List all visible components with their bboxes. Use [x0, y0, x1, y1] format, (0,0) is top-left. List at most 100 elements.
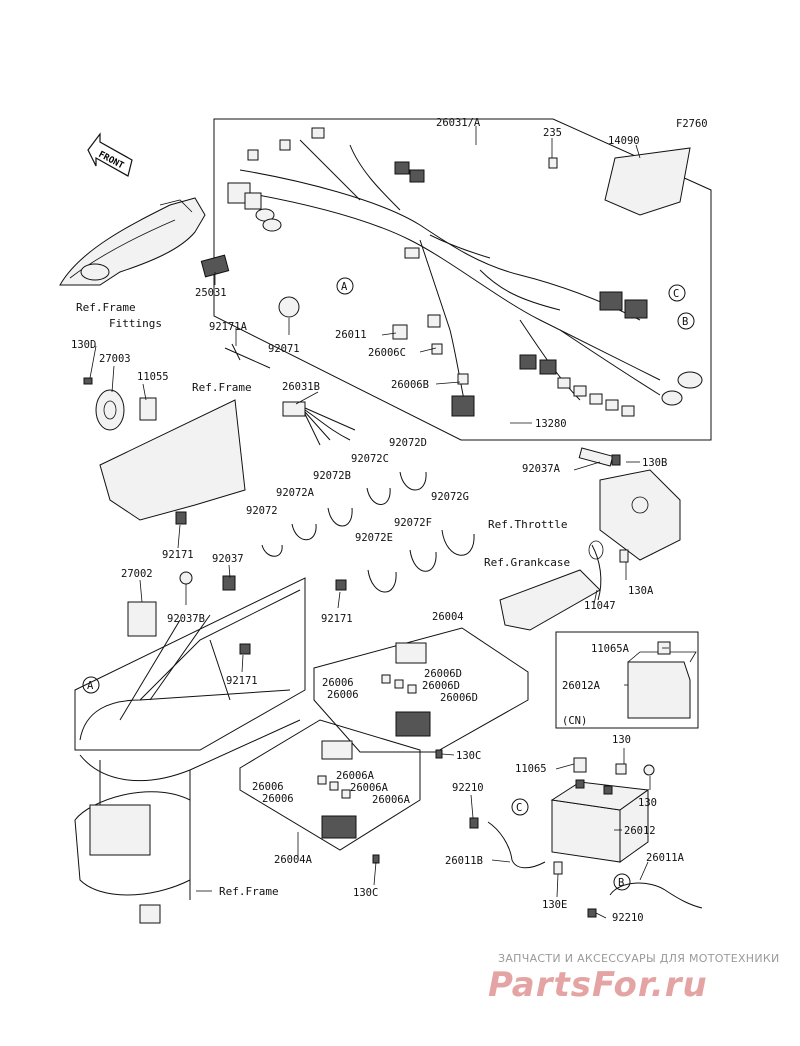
label-26006Ac: 26006A [372, 794, 411, 806]
cable-26011A-drawing [609, 882, 703, 909]
bolt-130-drawing [615, 763, 627, 775]
label-92171c: 92171 [226, 675, 258, 687]
label-92072: 92072 [246, 505, 278, 517]
frame-left-drawing [99, 399, 246, 521]
clip-92037B-drawing [179, 571, 193, 585]
label-235: 235 [543, 127, 562, 139]
svg-text:C: C [673, 288, 679, 300]
label-92037: 92037 [212, 553, 244, 565]
label-130Cb: 130C [353, 887, 378, 899]
box-cn-battery [555, 631, 699, 729]
throttle-drawing [578, 447, 681, 561]
label-92210b: 92210 [612, 912, 644, 924]
label-26006Aa: 26006A [336, 770, 375, 782]
box-frame [74, 577, 306, 751]
label-26004: 26004 [432, 611, 464, 623]
label-92037B: 92037B [167, 613, 205, 625]
label-92072B: 92072B [313, 470, 351, 482]
label-26006Ab: 26006A [350, 782, 389, 794]
label-92071: 92071 [268, 343, 300, 355]
svg-text:C: C [516, 802, 522, 814]
ref-throttle: Ref.Throttle [488, 518, 567, 531]
watermark-brand: PartsFor.ru [488, 965, 708, 1005]
ref-frame-fittings-1: Ref.Frame [76, 301, 136, 314]
label-26006B: 26006B [391, 379, 429, 391]
label-26004A: 26004A [274, 854, 313, 866]
label-26012: 26012 [624, 825, 656, 837]
clamps-92072-drawing [261, 471, 475, 593]
label-13280: 13280 [535, 418, 567, 430]
label-26006Da: 26006D [424, 668, 462, 680]
clip-92171c-drawing [335, 579, 347, 591]
label-92072D: 92072D [389, 437, 427, 449]
label-92171: 92171 [162, 549, 194, 561]
watermark-tagline: ЗАПЧАСТИ И АКСЕССУАРЫ ДЛЯ МОТОТЕХНИКИ [498, 952, 780, 965]
fusebox-26004-drawing [381, 642, 431, 737]
ref-frame-2: Ref.Frame [219, 885, 279, 898]
harness-box [213, 118, 712, 441]
label-130A: 130A [628, 585, 654, 597]
cap-11065-drawing [573, 757, 587, 773]
label-26012A: 26012A [562, 680, 601, 692]
label-11047: 11047 [584, 600, 616, 612]
callout-b-2: B [613, 873, 631, 891]
clip-92037-drawing [222, 575, 236, 591]
bolt-130b-drawing [643, 764, 655, 776]
connector-25031-drawing [200, 254, 230, 278]
label-92072F: 92072F [394, 517, 432, 529]
box-26004A [239, 719, 421, 851]
label-26011: 26011 [335, 329, 367, 341]
clamp-92171A-drawing [224, 343, 271, 369]
grommet-92071-drawing [278, 296, 300, 318]
svg-text:A: A [87, 680, 94, 692]
label-92171A: 92171A [209, 321, 248, 333]
crankcase-drawing [499, 540, 629, 631]
leader-lines [89, 126, 669, 919]
ref-crankcase: Ref.Grankcase [484, 556, 570, 569]
clip-92210-drawing [469, 817, 479, 829]
label-11065: 11065 [515, 763, 547, 775]
callout-c-2: C [511, 798, 529, 816]
label-27002: 27002 [121, 568, 153, 580]
callout-c-1: C [668, 284, 686, 302]
svg-text:B: B [682, 316, 688, 328]
label-130B: 130B [642, 457, 667, 469]
label-26006c: 26006 [252, 781, 284, 793]
label-92072A: 92072A [276, 487, 315, 499]
label-26031A: 26031/A [436, 117, 481, 129]
label-92072G: 92072G [431, 491, 469, 503]
cover-14090-drawing [604, 147, 691, 216]
label-26006d: 26006 [262, 793, 294, 805]
label-92037A: 92037A [522, 463, 561, 475]
label-130: 130 [612, 734, 631, 746]
fusebox-26004A-drawing [317, 740, 357, 839]
label-130E: 130E [542, 899, 567, 911]
label-26006C: 26006C [368, 347, 406, 359]
battery-26012A-drawing [627, 641, 697, 719]
frame-lower-drawing [74, 589, 301, 924]
svg-text:A: A [341, 281, 348, 293]
label-26031B: 26031B [282, 381, 320, 393]
clip-92171-drawing [175, 511, 187, 525]
front-arrow-icon: FRONT [87, 132, 133, 177]
label-130C: 130C [456, 750, 481, 762]
cable-26011B-drawing [487, 821, 546, 869]
label-26006b: 26006 [327, 689, 359, 701]
label-27003: 27003 [99, 353, 131, 365]
label-92210: 92210 [452, 782, 484, 794]
callout-b-1: B [677, 312, 695, 330]
label-26011B: 26011B [445, 855, 483, 867]
label-26006Dc: 26006D [440, 692, 478, 704]
svg-text:B: B [618, 877, 624, 889]
label-cn: (CN) [562, 715, 587, 727]
relay-27002-drawing [127, 601, 157, 637]
horn-27003-drawing [83, 377, 157, 431]
label-11065A: 11065A [591, 643, 630, 655]
bolt-130E-drawing [553, 861, 563, 875]
bolt-235-drawing [548, 157, 558, 169]
label-130b: 130 [638, 797, 657, 809]
label-26011A: 26011A [646, 852, 685, 864]
bolt-130Cb-drawing [372, 854, 380, 864]
label-25031: 25031 [195, 287, 227, 299]
